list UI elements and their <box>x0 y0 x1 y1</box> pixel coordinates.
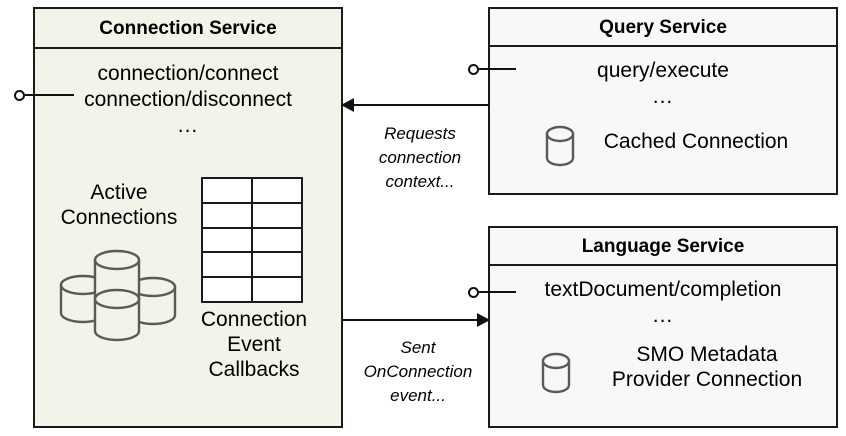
active-connections-label: Active Connections <box>39 180 199 230</box>
operation-ellipsis: ... <box>177 114 199 138</box>
smo-metadata-provider-connection-label: SMO Metadata Provider Connection <box>582 342 832 392</box>
artifact-line-1: SMO Metadata <box>636 343 778 366</box>
edge-label-line-3: event... <box>390 386 446 406</box>
component-query-service[interactable]: Query Service query/execute ... Cached C… <box>488 7 838 195</box>
edge-label-line-2: OnConnection <box>363 362 473 382</box>
query-service-provided-interface[interactable] <box>468 62 516 76</box>
edge-connection-to-language-label: Sent OnConnection event... <box>352 336 484 408</box>
lollipop-icon <box>14 89 25 101</box>
connection-service-title: Connection Service <box>35 9 341 49</box>
table-cell <box>201 226 253 254</box>
connection-service-provided-interface[interactable] <box>14 88 74 102</box>
edge-label-line-2: connection <box>378 148 462 168</box>
connection-service-operations: connection/connect connection/disconnect… <box>35 61 341 139</box>
lollipop-stem <box>479 291 516 293</box>
callbacks-line-1: Connection <box>200 308 308 331</box>
database-cylinder-stack-icon <box>53 243 183 348</box>
lollipop-stem <box>479 68 516 70</box>
table-row <box>201 276 303 303</box>
language-service-title: Language Service <box>490 228 836 266</box>
edge-query-to-connection-label: Requests connection context... <box>355 122 485 194</box>
language-service-provided-interface[interactable] <box>468 285 516 299</box>
connection-event-callbacks-label: Connection Event Callbacks <box>175 307 333 383</box>
table-row <box>201 226 303 254</box>
connection-service-body: connection/connect connection/disconnect… <box>35 49 341 426</box>
edge-connection-to-language-line <box>343 319 477 321</box>
edge-query-to-connection-arrowhead <box>341 98 354 112</box>
table-row <box>201 251 303 279</box>
database-cylinder-icon <box>542 123 578 174</box>
table-cell <box>201 201 253 229</box>
callbacks-line-2: Event <box>227 333 281 357</box>
edge-label-line-1: Sent <box>400 338 436 357</box>
table-row <box>201 201 303 229</box>
table-cell <box>251 201 303 229</box>
query-service-body: query/execute ... Cached Connection <box>490 47 836 193</box>
operation-item: connection/disconnect <box>84 88 292 112</box>
language-service-body: textDocument/completion ... SMO Metadata… <box>490 266 836 426</box>
edge-label-line-1: Requests <box>384 124 456 143</box>
cached-connection-label: Cached Connection <box>603 130 789 153</box>
operation-ellipsis: ... <box>652 85 674 109</box>
active-connections-line-2: Connections <box>60 206 178 230</box>
operation-item: query/execute <box>597 59 729 82</box>
operation-ellipsis: ... <box>652 304 674 328</box>
component-language-service[interactable]: Language Service textDocument/completion… <box>488 226 838 428</box>
component-connection-service[interactable]: Connection Service connection/connect co… <box>33 7 343 428</box>
operation-item: connection/connect <box>97 62 279 85</box>
operation-item: textDocument/completion <box>544 278 782 301</box>
table-cell <box>251 251 303 279</box>
query-service-operations: query/execute ... <box>490 58 836 110</box>
edge-query-to-connection-line <box>352 104 490 106</box>
edge-label-line-3: context... <box>385 172 455 192</box>
query-service-title: Query Service <box>490 9 836 47</box>
table-row <box>201 177 303 204</box>
lollipop-icon <box>468 63 479 75</box>
language-service-operations: textDocument/completion ... <box>490 277 836 329</box>
connection-event-callbacks-table[interactable] <box>201 177 303 303</box>
callbacks-line-3: Callbacks <box>208 358 300 382</box>
table-cell <box>201 177 253 204</box>
artifact-line-2: Provider Connection <box>611 368 803 392</box>
table-cell <box>201 276 253 303</box>
table-cell <box>201 251 253 279</box>
table-cell <box>251 276 303 303</box>
active-connections-line-1: Active <box>90 181 148 204</box>
lollipop-stem <box>25 94 74 96</box>
edge-connection-to-language-arrowhead <box>477 313 490 327</box>
database-cylinder-icon <box>538 350 574 401</box>
lollipop-icon <box>468 286 479 298</box>
table-cell <box>251 226 303 254</box>
table-cell <box>251 177 303 204</box>
